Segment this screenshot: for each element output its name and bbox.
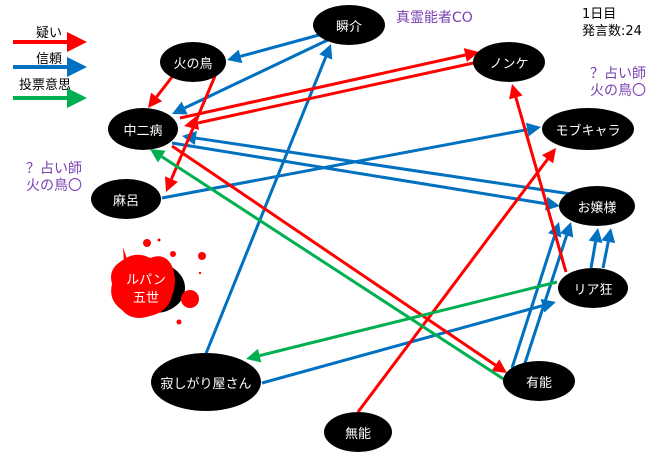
legend-vote-arrow [13,88,87,108]
edge-suspect-riakyo-to-nonke [509,84,568,273]
edge-vote-riakyo-to-sabishigari [246,280,558,363]
message-count: 発言数:24 [582,24,642,39]
node-nonke: ノンケ [473,42,545,82]
node-lupin-dead: ルパン五世 [112,258,180,322]
edge-suspect-nonke-to-chunibyo [184,60,479,130]
node-maro: 麻呂 [91,179,161,219]
edge-trust-shunsuke-to-hinotori [227,30,331,64]
blood-splatter-icon [111,238,206,325]
legend-vote-label: 投票意思 [19,78,72,93]
edge-suspect-munou-to-mobchara [356,148,556,413]
day-label: 1日目 発言数:24 [582,6,642,40]
edge-trust-maro-to-mobchara [161,122,541,200]
day-number: 1日目 [582,7,617,22]
node-chunibyo: 中二病 [108,108,178,150]
node-lupin-line1: ルパン [126,273,166,288]
node-shunsuke: 瞬介 [313,5,385,45]
node-sabishigari: 寂しがり屋さん [151,353,261,411]
edge-trust-sabishigari-to-riakyo [261,298,556,385]
seer-note-right: ？占い師 火の鳥〇 [590,66,646,100]
edge-trust-shunsuke-to-chunibyo [172,36,333,115]
seer-note-left-line2: 火の鳥〇 [26,178,82,194]
edge-trust-riakyo-to-ojousama [588,228,603,269]
node-munou: 無能 [324,412,392,452]
node-mobchara: モブキャラ [542,108,634,150]
legend-suspect-arrow [13,32,87,52]
node-yuunou: 有能 [503,361,575,401]
legend-trust-arrow [13,57,87,77]
medium-co-note: 真霊能者CO [396,10,473,26]
node-hinotori: 火の鳥 [160,42,226,82]
edge-suspect-hinotori-to-chunibyo [148,76,174,108]
legend-trust-label: 信頼 [36,52,63,67]
edge-trust-riakyo-to-ojousama [601,228,616,269]
seer-note-right-line1: ？占い師 [590,66,646,82]
seer-note-left-line1: ？占い師 [26,161,82,177]
node-lupin-line2: 五世 [132,291,159,306]
seer-note-right-line2: 火の鳥〇 [590,83,646,99]
seer-note-left: ？占い師 火の鳥〇 [26,161,82,195]
node-ojousama: お嬢様 [559,186,635,226]
edge-trust-sabishigari-to-shunsuke [203,44,333,357]
edge-suspect-chunibyo-to-nonke [179,48,479,120]
edge-vote-yuunou-to-chunibyo [150,149,506,382]
edge-suspect-chunibyo-to-yuunou [171,144,507,373]
edge-trust-yuunou-to-ojousama [510,222,562,369]
node-riakyo: リア狂 [558,268,628,308]
legend-suspect-label: 疑い [36,26,63,41]
